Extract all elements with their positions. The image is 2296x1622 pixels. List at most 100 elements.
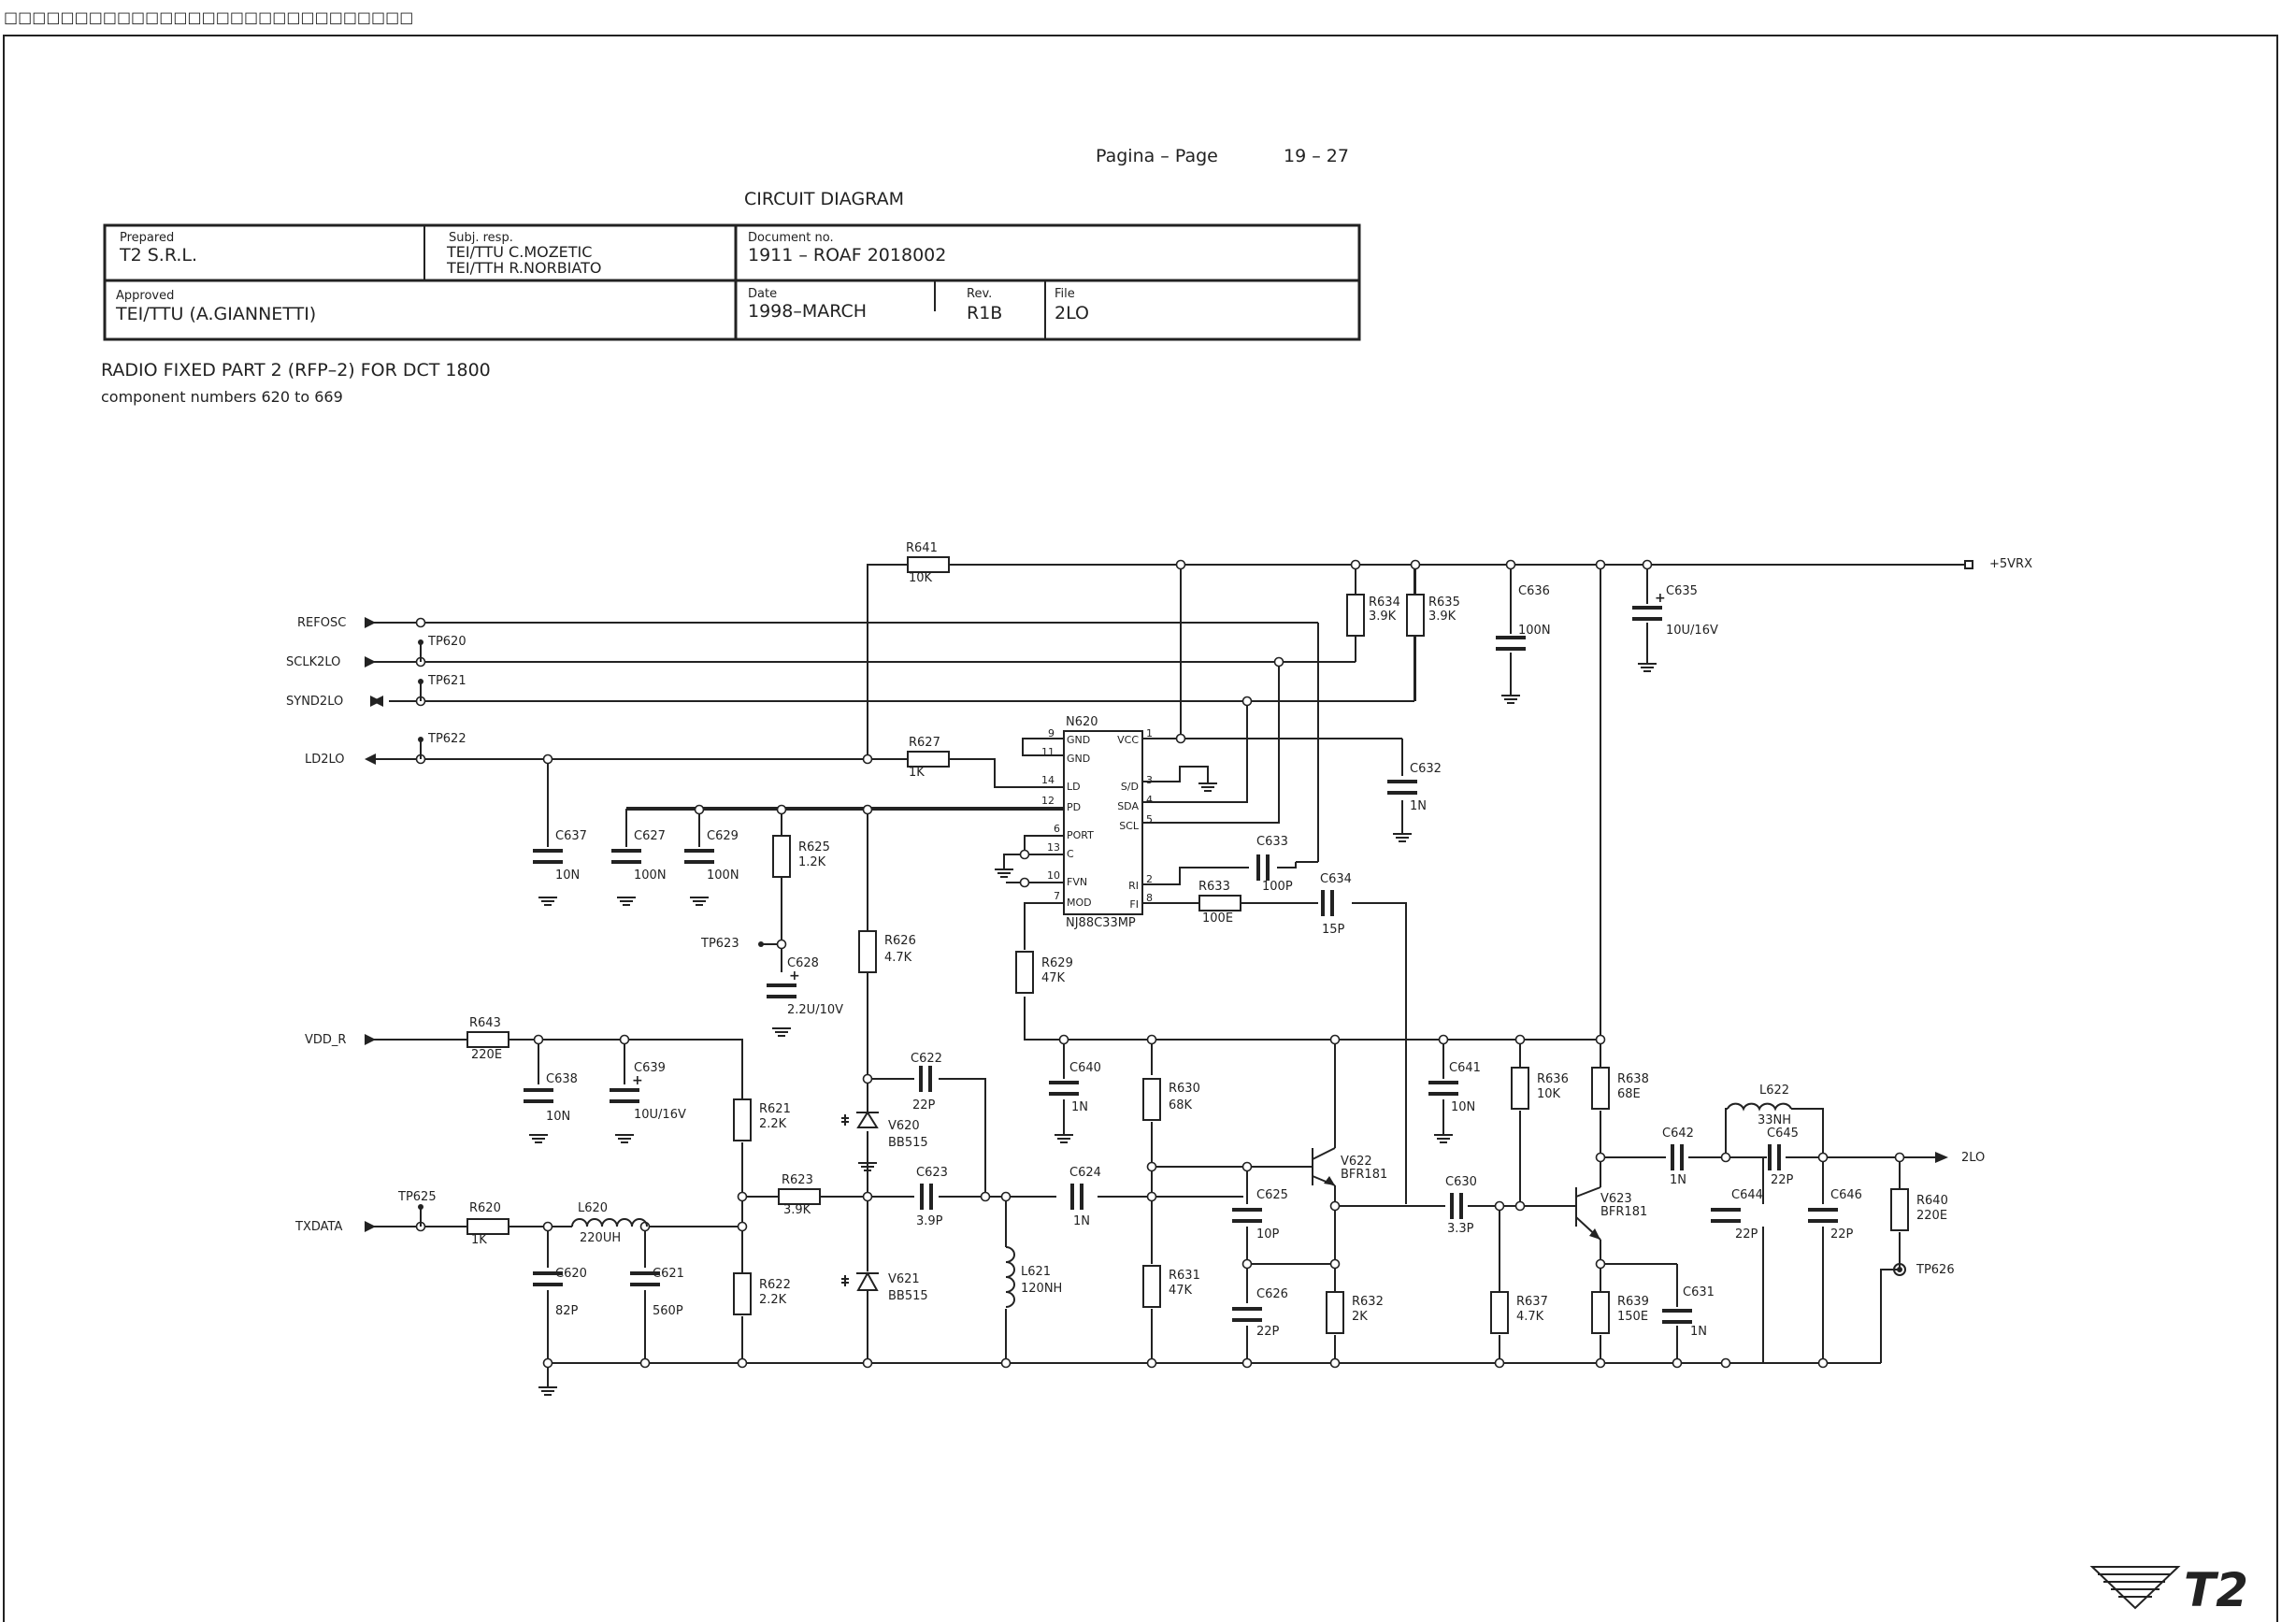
- ic-pin-num: 12: [1041, 795, 1055, 807]
- vdd-r-arrow: [365, 1034, 376, 1045]
- v620-ref: V620: [888, 1119, 920, 1133]
- ic-pin-num: 7: [1054, 890, 1060, 902]
- resistor-r626: [858, 930, 877, 973]
- junction-dot: [776, 939, 787, 950]
- junction-dot: [776, 804, 787, 815]
- r633-ref: R633: [1198, 880, 1230, 894]
- out-2lo-arrow: [1935, 1152, 1948, 1163]
- resistor-r629: [1015, 951, 1034, 994]
- r641-ref: R641: [906, 541, 938, 555]
- c631-value: 1N: [1690, 1325, 1707, 1339]
- r621-ref: R621: [759, 1102, 791, 1116]
- board-description: RADIO FIXED PART 2 (RFP–2) FOR DCT 1800: [101, 360, 491, 380]
- r641-value: 10K: [909, 571, 933, 585]
- c638-value: 10N: [546, 1110, 570, 1124]
- ground-symbol: [995, 868, 1013, 878]
- capacitor-c637: [531, 849, 565, 864]
- varicap-v620: [841, 1111, 879, 1128]
- port-vrx: +5VRX: [1989, 557, 2032, 571]
- r632-ref: R632: [1352, 1295, 1384, 1309]
- junction-dot: [1175, 733, 1186, 744]
- r636-ref: R636: [1537, 1072, 1569, 1086]
- c629-value: 100N: [707, 868, 739, 883]
- junction-dot: [1642, 559, 1653, 570]
- junction-dot: [1019, 849, 1030, 860]
- junction-dot: [1595, 1152, 1606, 1163]
- ic-pin-num: 3: [1146, 774, 1153, 786]
- capacitor-c625: [1230, 1208, 1264, 1223]
- junctions: [415, 559, 1905, 1369]
- port-out-2lo: 2LO: [1961, 1151, 1985, 1165]
- r621-value: 2.2K: [759, 1117, 787, 1131]
- junction-dot: [862, 804, 873, 815]
- c624-ref: C624: [1069, 1166, 1101, 1180]
- l621-ref: L621: [1021, 1265, 1051, 1279]
- c620-ref: C620: [555, 1267, 587, 1281]
- c627-ref: C627: [634, 829, 666, 843]
- capacitor-c626: [1230, 1307, 1264, 1322]
- capacitor-c640: [1047, 1081, 1081, 1096]
- r626-value: 4.7K: [884, 951, 912, 965]
- subj-line1: TEI/TTU C.MOZETIC: [446, 243, 592, 261]
- ground-symbol: [1198, 782, 1217, 792]
- c646-ref: C646: [1830, 1188, 1862, 1202]
- junction-dot: [542, 754, 553, 765]
- capacitor-c636: [1494, 636, 1528, 651]
- junction-dot: [1175, 559, 1186, 570]
- capacitors: +++: [522, 591, 1840, 1324]
- junction-dot: [533, 1034, 544, 1045]
- junction-dot: [1329, 1200, 1341, 1212]
- junction-dot: [694, 804, 705, 815]
- capacitor-c638: [522, 1088, 555, 1103]
- ic-pin-name: RI: [1128, 880, 1139, 892]
- port-refosc: REFOSC: [297, 616, 346, 630]
- component-labels: R64110KR6343.9KR6353.9KC636100NC63510U/1…: [469, 541, 1948, 1339]
- port-vdd-r: VDD_R: [305, 1033, 346, 1047]
- c639-value: 10U/16V: [634, 1108, 686, 1122]
- c636-ref: C636: [1518, 584, 1550, 598]
- c627-value: 100N: [634, 868, 667, 883]
- c626-ref: C626: [1256, 1287, 1288, 1301]
- c635-value: 10U/16V: [1666, 624, 1718, 638]
- r632-value: 2K: [1352, 1310, 1368, 1324]
- r635-value: 3.9K: [1428, 610, 1457, 624]
- c628-ref: C628: [787, 956, 819, 970]
- r638-value: 68E: [1617, 1087, 1641, 1101]
- junction-dot: [1019, 877, 1030, 888]
- vrx-terminal: [1964, 560, 1973, 569]
- inductor-l620: [571, 1218, 648, 1227]
- t2-logo: T2: [2089, 1563, 2270, 1617]
- v620-value: BB515: [888, 1136, 928, 1150]
- ic-pin-name: S/D: [1121, 781, 1139, 793]
- c628-value: 2.2U/10V: [787, 1003, 843, 1017]
- r629-value: 47K: [1041, 971, 1066, 985]
- r640-ref: R640: [1916, 1194, 1948, 1208]
- ic-n620: N620 NJ88C33MP 9 GND 11 GND 14 LD 12 PD …: [1041, 715, 1153, 930]
- c620-value: 82P: [555, 1304, 579, 1318]
- ground-symbol: [858, 1162, 877, 1171]
- resistor-r634: [1346, 594, 1365, 637]
- capacitor-c639: +: [608, 1073, 643, 1103]
- ic-pin-num: 1: [1146, 727, 1153, 739]
- r622-value: 2.2K: [759, 1293, 787, 1307]
- r643-value: 220E: [471, 1048, 502, 1062]
- ground-symbol: [538, 897, 557, 906]
- document-label: Document no.: [748, 231, 834, 245]
- c623-ref: C623: [916, 1166, 948, 1180]
- ic-pin-num: 4: [1146, 794, 1153, 806]
- junction-dot: [1058, 1034, 1069, 1045]
- r623-ref: R623: [782, 1173, 813, 1187]
- ic-pin-name: VCC: [1117, 734, 1139, 746]
- transistor-v622: [1312, 1147, 1336, 1186]
- resistor-r633: [1198, 895, 1241, 911]
- r633-value: 100E: [1202, 911, 1233, 926]
- r620-ref: R620: [469, 1201, 501, 1215]
- ic-pin-name: C: [1067, 848, 1074, 860]
- inductor-l622: [1727, 1102, 1792, 1112]
- junction-dot: [1817, 1152, 1829, 1163]
- v622-value: BFR181: [1341, 1168, 1387, 1182]
- logo-text: T2: [2184, 1563, 2248, 1617]
- c625-value: 10P: [1256, 1227, 1280, 1242]
- c621-value: 560P: [653, 1304, 683, 1318]
